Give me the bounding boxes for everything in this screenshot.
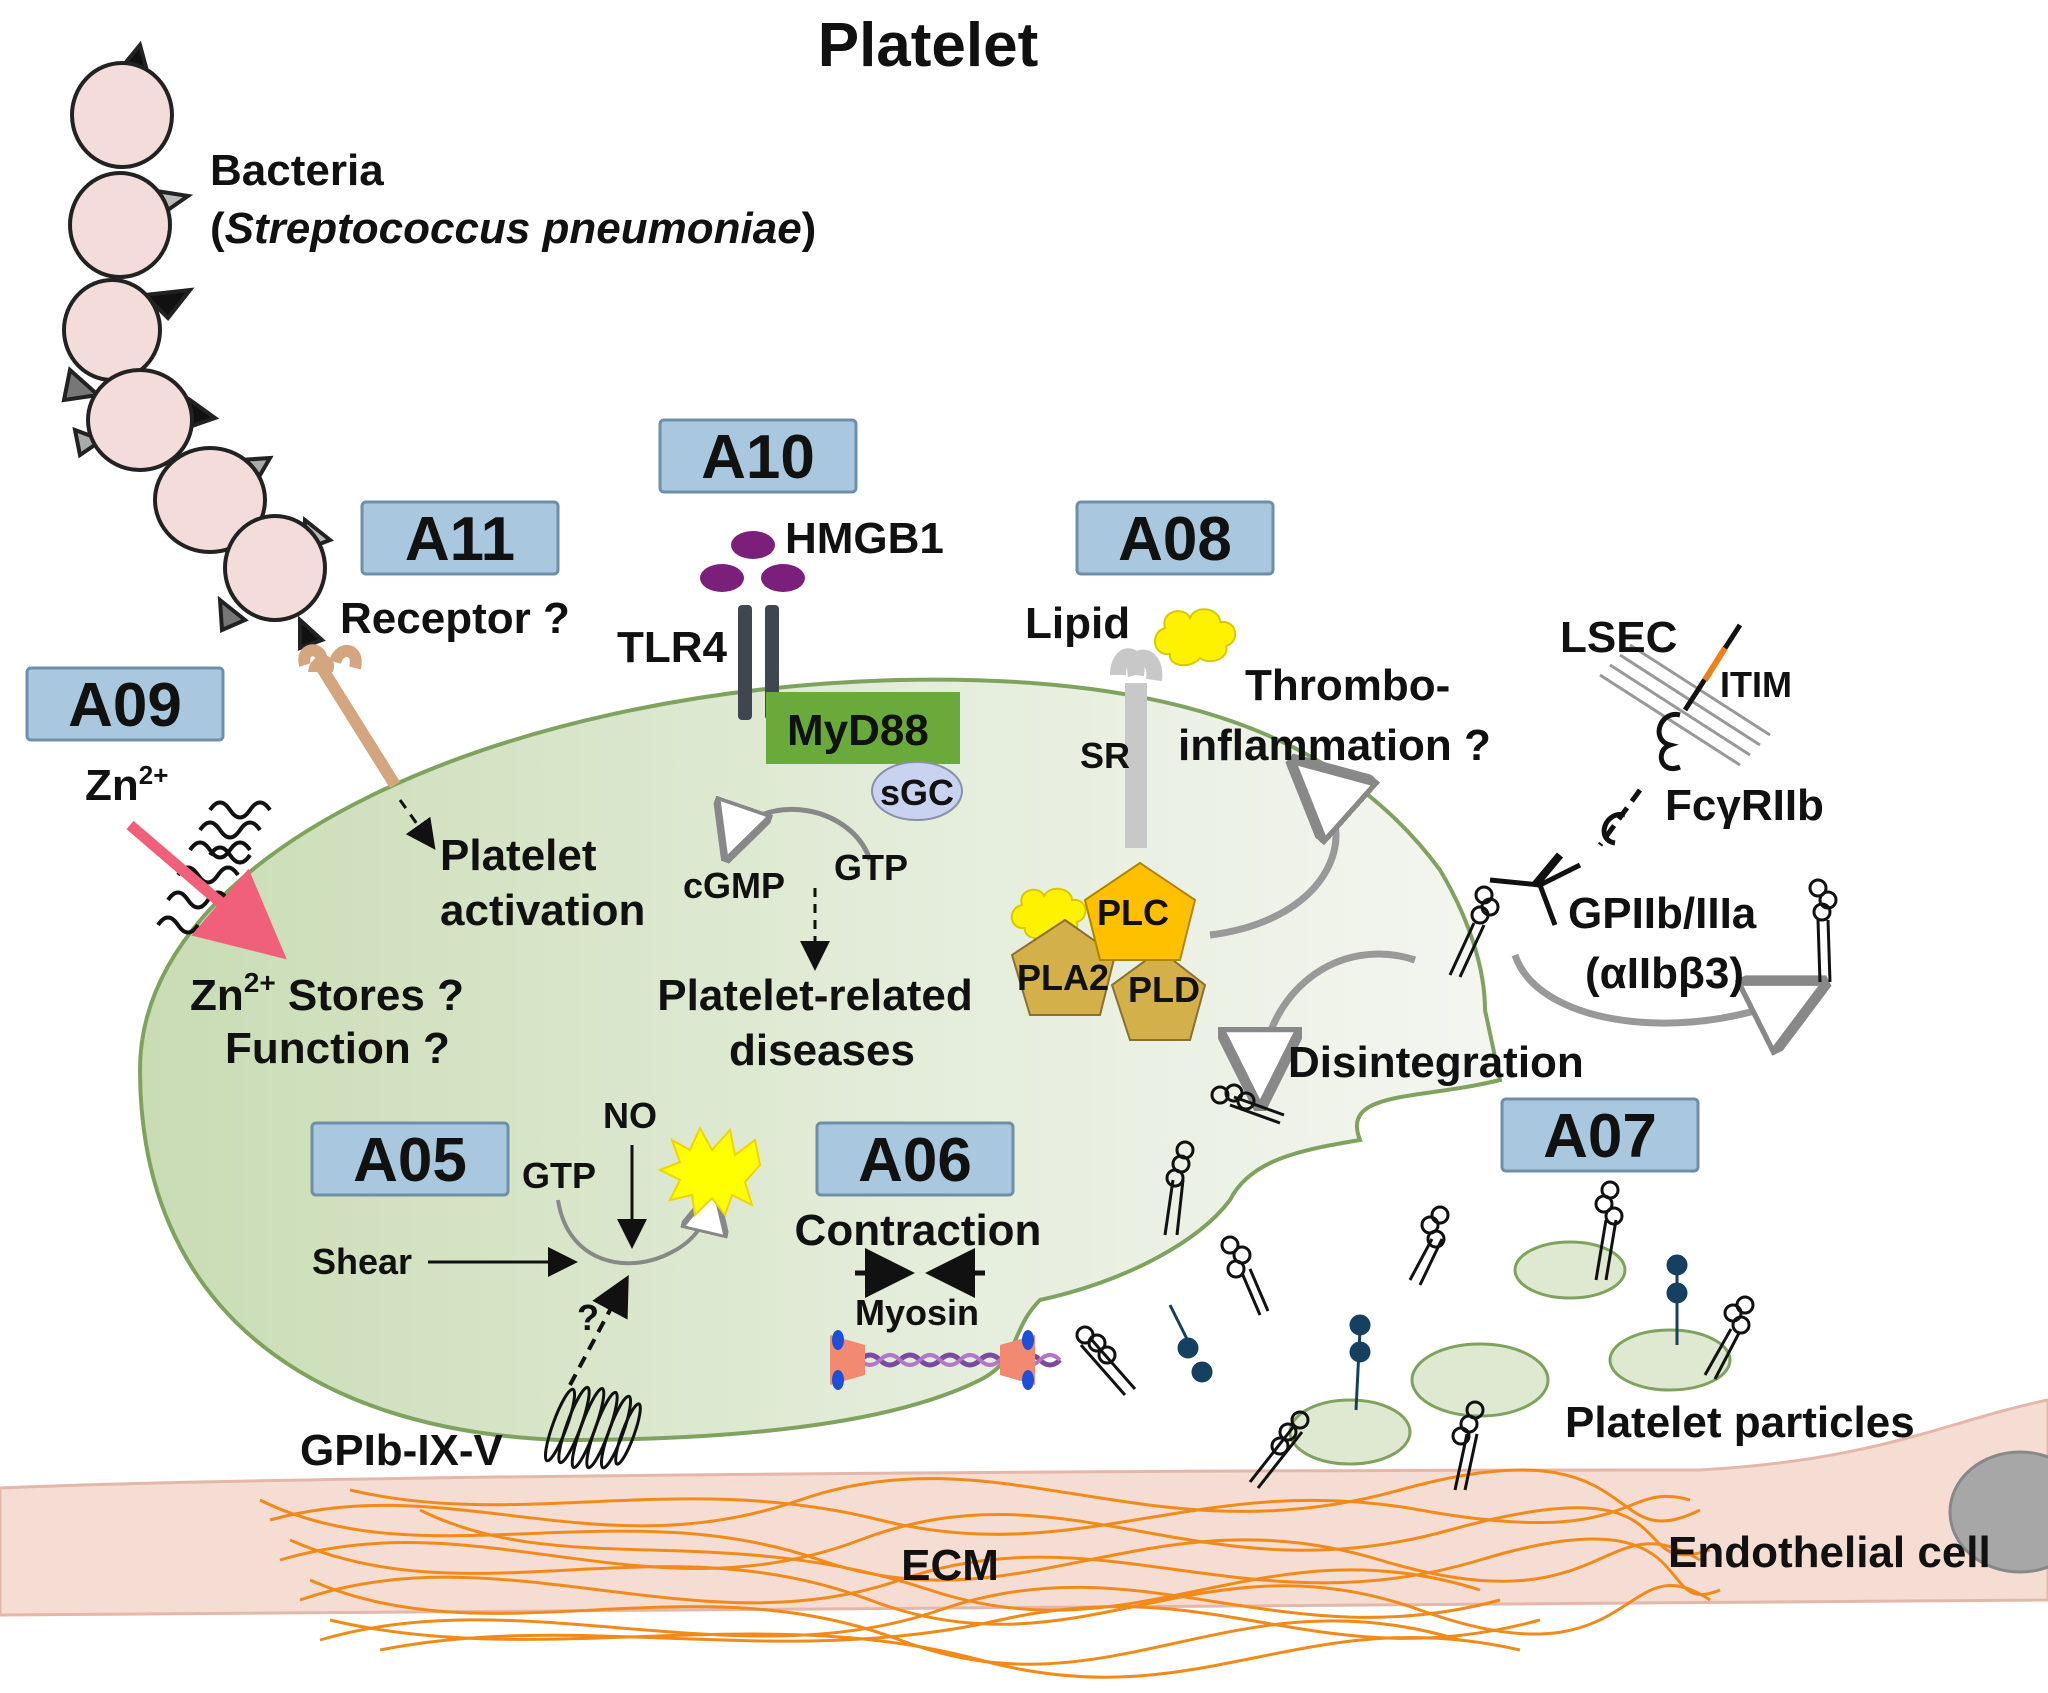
gpiib-label-1: GPIIb/IIIa [1568, 889, 1757, 938]
integrin-icons [1075, 878, 1838, 1491]
hmgb1-molecule [761, 564, 805, 592]
no-label: NO [603, 1095, 657, 1136]
module-a10: A10 [658, 418, 858, 494]
disintegration-arrow [1260, 950, 1417, 1090]
module-a11: A11 [360, 500, 560, 576]
bacteria-chain [61, 40, 334, 651]
module-a08: A08 [1075, 500, 1275, 576]
svg-text:A08: A08 [1118, 505, 1232, 574]
glycoprotein-icons [1168, 1254, 1688, 1411]
sr-receptor [1110, 648, 1163, 682]
zn-influx-arrow [126, 820, 287, 960]
gpib-receptor-icon [543, 1385, 642, 1470]
gtp-label-top: GTP [834, 847, 908, 888]
pld-pentagon [1110, 948, 1207, 1041]
ecm-fibers [259, 1468, 1721, 1679]
module-a06: A06 [815, 1121, 1015, 1197]
fcgr-label: FcγRIIb [1665, 781, 1824, 830]
gtp-to-cgmp-arrow [556, 1198, 712, 1266]
hmgb1-molecule [700, 564, 744, 592]
receptor-label: Receptor ? [340, 594, 570, 643]
page-title: Platelet [818, 11, 1039, 80]
endothelial-nucleus [1948, 1450, 2048, 1574]
disintegration-label: Disintegration [1288, 1038, 1584, 1087]
pld-label: PLD [1128, 969, 1200, 1010]
shear-label: Shear [312, 1241, 412, 1282]
platelet-diseases-label-1: Platelet-related [657, 971, 972, 1020]
gtp-label-bottom: GTP [522, 1155, 596, 1196]
hmgb1-label: HMGB1 [785, 514, 944, 563]
function-label: Function ? [225, 1024, 450, 1073]
zn-stores-label: Zn2+ Stores ? [190, 967, 464, 1020]
a11-receptor [298, 644, 401, 789]
lsec-fcgr-icon [1489, 623, 1771, 926]
thrombo-label-1: Thrombo- [1245, 661, 1450, 710]
thrombo-arrow [1209, 772, 1336, 939]
svg-text:A07: A07 [1543, 1102, 1657, 1171]
myd88-label: MyD88 [787, 706, 929, 755]
platelet-particle [1288, 1398, 1412, 1466]
sgc-label: sGC [880, 772, 954, 813]
bacteria-species: (Streptococcus pneumoniae) [210, 204, 816, 253]
platelet-diseases-label-2: diseases [729, 1026, 915, 1075]
svg-text:A11: A11 [405, 505, 515, 574]
plc-pentagon [1083, 861, 1197, 961]
platelet-activation-label-1: Platelet [440, 831, 597, 880]
no-burst-icon [657, 1125, 762, 1218]
sr-label: SR [1080, 735, 1130, 776]
activation-arrow [398, 799, 436, 850]
platelet-particle [1513, 1240, 1627, 1300]
gtp-cgmp-arrow [730, 809, 873, 860]
ecm-label: ECM [901, 1541, 999, 1590]
bacteria-label: Bacteria [210, 146, 384, 195]
thrombo-label-2: inflammation ? [1178, 721, 1491, 770]
sr-receptor [1125, 683, 1147, 848]
gpiib-label-2: (αIIbβ3) [1585, 949, 1744, 998]
pla2-label: PLA2 [1017, 957, 1109, 998]
module-a09: A09 [25, 666, 225, 742]
endothelial-cell-label: Endothelial cell [1668, 1528, 1991, 1577]
myosin-filament-icon [830, 1330, 1062, 1390]
svg-text:A10: A10 [701, 423, 815, 492]
plc-label: PLC [1097, 892, 1169, 933]
contraction-label: Contraction [795, 1206, 1042, 1255]
tlr4-label: TLR4 [617, 623, 728, 672]
lipid-cloud [1154, 608, 1236, 667]
platelet-particles-label: Platelet particles [1565, 1398, 1915, 1447]
itim-label: ITIM [1720, 664, 1792, 705]
platelet-activation-label-2: activation [440, 886, 645, 935]
platelet-cell [137, 677, 1503, 1443]
svg-text:A06: A06 [858, 1126, 972, 1195]
tlr4-receptor [738, 605, 752, 720]
tlr4-receptor [765, 605, 779, 720]
module-a07: A07 [1500, 1097, 1700, 1173]
question-mark: ? [577, 1297, 599, 1338]
myosin-label: Myosin [855, 1292, 979, 1333]
gpib-label: GPIb-IX-V [300, 1426, 504, 1475]
gpiib-arrow [1511, 953, 1810, 1023]
sgc-ellipse [871, 761, 963, 821]
lipid-label: Lipid [1025, 599, 1130, 648]
svg-text:A05: A05 [353, 1126, 467, 1195]
hmgb1-molecule [731, 531, 775, 559]
cgmp-label: cGMP [683, 865, 785, 906]
myd88-box [766, 692, 960, 764]
zn-ion-label: Zn2+ [85, 760, 168, 810]
platelet-particle [1608, 1328, 1732, 1392]
svg-text:A09: A09 [68, 671, 182, 740]
lsec-label: LSEC [1560, 613, 1677, 662]
module-a05: A05 [310, 1121, 510, 1197]
